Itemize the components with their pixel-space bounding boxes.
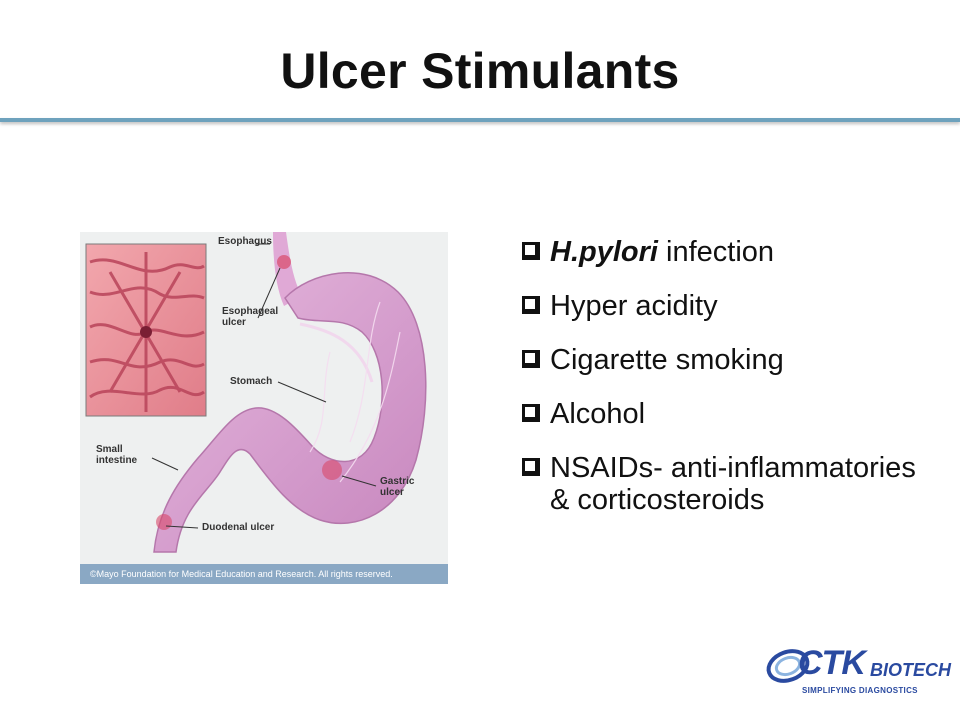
label-duodenal-ulcer: Duodenal ulcer [202,522,275,533]
label-stomach: Stomach [230,376,273,387]
logo-name: BIOTECH [870,660,951,680]
logo-tagline: SIMPLIFYING DIAGNOSTICS [802,686,918,695]
esophagus-shape [273,232,302,306]
list-item-text: infection [657,236,775,268]
checkbox-bullet-icon [522,404,540,422]
stimulant-list: H.pylori infection Hyper acidity Cigaret… [522,236,942,516]
title-divider [0,118,960,122]
list-item: Alcohol [522,398,942,430]
list-item-emphasis: H.pylori [550,236,658,268]
gastric-ulcer-spot [322,460,342,480]
duodenal-ulcer-spot [156,514,172,530]
label-small-intestine: Small intestine [96,444,138,466]
list-item-text: Alcohol [550,398,646,430]
checkbox-bullet-icon [522,458,540,476]
list-item: NSAIDs- anti-inflammatories & corticoste… [522,452,942,516]
list-item: Cigarette smoking [522,344,942,376]
checkbox-bullet-icon [522,242,540,260]
slide-title: Ulcer Stimulants [280,43,680,99]
list-item: Hyper acidity [522,290,942,322]
stomach-illustration: Esophagus Esophageal ulcer Stomach Small… [80,232,448,584]
list-item: H.pylori infection [522,236,942,268]
label-gastric-ulcer: Gastric ulcer [380,476,415,498]
image-credit: ©Mayo Foundation for Medical Education a… [80,564,448,584]
list-item-text: NSAIDs- anti-inflammatories & corticoste… [550,452,916,516]
stomach-drawing [85,232,427,553]
list-item-text: Cigarette smoking [550,344,784,376]
list-item-text: Hyper acidity [550,290,718,322]
logo-mark: CTK [798,644,866,682]
label-esophagus: Esophagus [218,236,272,247]
label-esophageal-ulcer: Esophageal ulcer [222,306,279,328]
checkbox-bullet-icon [522,296,540,314]
swoosh-icon [766,649,810,683]
checkbox-bullet-icon [522,350,540,368]
stomach-shape [153,271,427,553]
ctk-biotech-logo: CTK BIOTECH SIMPLIFYING DIAGNOSTICS [760,640,951,704]
mucosa-ulcer [140,326,152,338]
esophageal-ulcer-spot [277,255,291,269]
